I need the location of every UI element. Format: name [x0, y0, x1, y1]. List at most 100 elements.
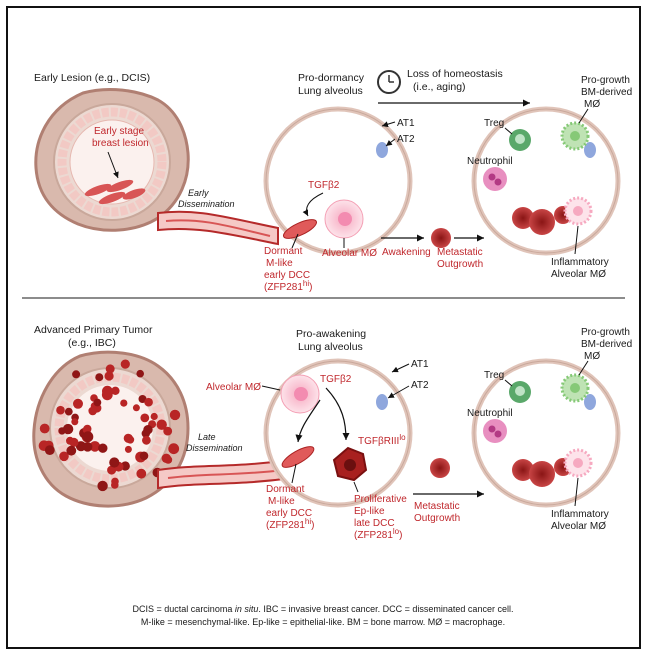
inflammatory-label-2: Alveolar MØ: [551, 269, 606, 280]
inflammatory-pointer: [574, 225, 579, 255]
treg-label-bottom: Treg: [484, 370, 504, 381]
alveolar-mac-label: Alveolar MØ: [322, 248, 377, 259]
tumor-cell: [93, 398, 102, 407]
dormant-dcc-label-bottom-4: (ZFP281hi): [266, 517, 314, 531]
alveolar-macrophage: [324, 199, 364, 239]
tgfb2-label: TGFβ2: [308, 180, 340, 191]
tumor-cell: [159, 421, 167, 429]
inflammatory-label: Inflammatory: [551, 257, 609, 268]
inflammatory-label-bottom-2: Alveolar MØ: [551, 521, 606, 532]
at2-arrow: [385, 138, 396, 147]
advanced-tumor-title-2: (e.g., IBC): [68, 337, 116, 349]
pro-awakening-title: Pro-awakening: [296, 328, 366, 340]
early-dissemination-label-2: Dissemination: [178, 199, 235, 209]
tumor-cell: [126, 435, 135, 444]
late-blood-vessel: [157, 458, 294, 490]
tgfb2-arrow-to-dormant: [295, 399, 321, 443]
pro-dormancy-title: Pro-dormancy: [298, 72, 365, 84]
pro-awakening-title-2: Lung alveolus: [298, 341, 363, 353]
awakening-cell: [431, 228, 451, 248]
tumor-cell: [82, 442, 93, 452]
inflammatory-label-bottom: Inflammatory: [551, 509, 609, 520]
early-blood-vessel: [157, 210, 279, 246]
tumor-cell: [104, 371, 114, 381]
treg-label: Treg: [484, 118, 504, 129]
proliferative-label-3: late DCC: [354, 518, 395, 529]
tumor-cell: [169, 409, 181, 421]
tumor-cell: [136, 468, 147, 479]
dormant-dcc-label-4: (ZFP281hi): [264, 279, 312, 293]
metastatic-alveolus: [471, 358, 621, 508]
tumor-cell: [44, 445, 55, 455]
receptor-label: TGFβRIIIlo: [358, 433, 406, 447]
advanced-tumor-duct: [32, 350, 190, 508]
proliferative-dcc-cell: [332, 446, 368, 482]
tumor-cell: [136, 369, 144, 378]
tumor-cell: [71, 418, 79, 426]
progrowth-label: Pro-growth: [581, 75, 630, 86]
tgfb2-arrow-to-proliferative: [325, 387, 350, 441]
progrowth-label-bottom: Pro-growth: [581, 327, 630, 338]
progrowth-pointer-bottom: [578, 360, 589, 376]
outgrowth-label: Metastatic: [437, 247, 483, 258]
graphical-abstract: Early Lesion (e.g., DCIS) Early stage br…: [22, 68, 632, 627]
treg-pointer: [504, 127, 513, 135]
dormant-dcc-label-3: early DCC: [264, 270, 310, 281]
tumor-cell: [109, 457, 120, 468]
at1-arrow: [381, 121, 396, 128]
tumor-cell: [150, 412, 158, 421]
at1-arrow-bottom: [391, 363, 410, 373]
outgrowth-label-2: Outgrowth: [437, 259, 483, 270]
early-lesion-duct: [34, 87, 190, 232]
tumor-cell: [111, 481, 119, 489]
tumor-cell: [144, 397, 153, 407]
late-dissemination-label-2: Dissemination: [186, 443, 243, 453]
clock-icon: [377, 70, 401, 94]
at1-label-bottom: AT1: [411, 359, 429, 370]
dormant-pointer-bottom: [291, 463, 297, 484]
tumor-cell: [56, 405, 65, 415]
tumor-cell: [95, 373, 104, 382]
progrowth-label-3: MØ: [584, 99, 600, 110]
pro-dormancy-alveolus: [263, 106, 413, 256]
dormant-dcc-label: Dormant: [264, 246, 303, 257]
tumor-cell: [120, 399, 128, 407]
tumor-cell: [120, 359, 130, 369]
tumor-cell: [39, 423, 50, 434]
early-lesion-title: Early Lesion (e.g., DCIS): [34, 72, 150, 84]
tumor-cell: [140, 413, 150, 423]
tumor-cell: [66, 445, 77, 456]
dormant-dcc-label-2: M-like: [266, 258, 293, 269]
figure-frame: Early Lesion (e.g., DCIS) Early stage br…: [6, 6, 641, 649]
outgrowth-cell-bottom: [430, 458, 450, 478]
tgfb2-label-bottom: TGFβ2: [320, 374, 352, 385]
tumor-cell: [72, 370, 81, 379]
tumor-cell: [69, 437, 79, 447]
outgrowth-label-bottom: Metastatic: [414, 501, 460, 512]
dormant-dcc-cell-bottom: [281, 446, 315, 468]
alveolar-mac-pointer-bottom: [261, 385, 281, 391]
at1-label: AT1: [397, 118, 415, 129]
tumor-cell: [142, 435, 151, 445]
dormant-dcc-cell: [282, 219, 318, 239]
tumor-cell-cluster: [38, 359, 181, 492]
tumor-cell: [82, 431, 94, 443]
tumor-cell: [164, 455, 173, 464]
tumor-cell: [89, 441, 101, 452]
progrowth-label-bottom-3: MØ: [584, 351, 600, 362]
tumor-cell: [88, 406, 97, 416]
tumor-cell: [105, 364, 115, 374]
tumor-cell: [102, 385, 113, 397]
at2-label: AT2: [397, 134, 415, 145]
tgfb2-arrow: [302, 192, 324, 217]
at2-arrow-bottom: [387, 385, 410, 399]
proliferative-label: Proliferative: [354, 494, 407, 505]
tumor-cell: [59, 451, 69, 462]
progrowth-label-bottom-2: BM-derived: [581, 339, 632, 350]
progrowth-pointer: [578, 108, 589, 124]
aged-alveolus: [471, 106, 621, 256]
footer-line-1: DCIS = ductal carcinoma in situ. IBC = i…: [133, 604, 514, 614]
homeostasis-label-2: (i.e., aging): [413, 81, 466, 93]
treg-pointer-bottom: [504, 379, 513, 387]
pro-dormancy-title-2: Lung alveolus: [298, 85, 363, 97]
